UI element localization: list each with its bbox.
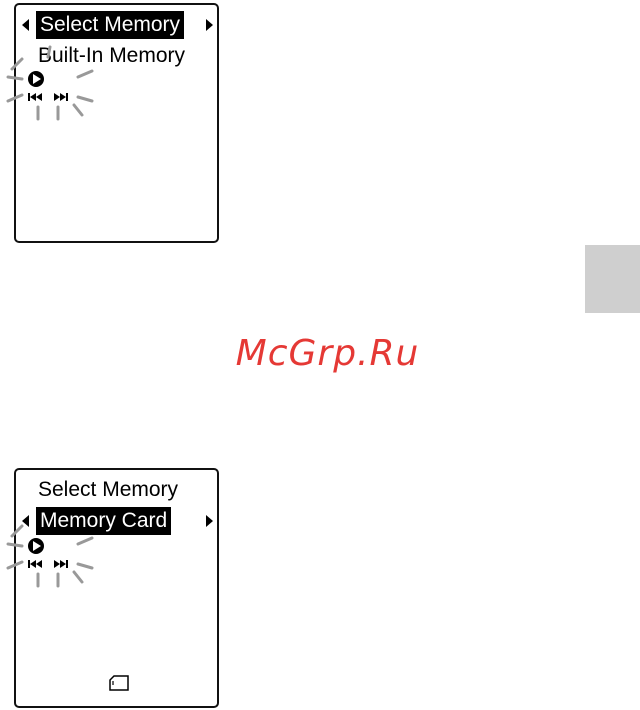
menu-title-select-memory: Select Memory (36, 11, 184, 39)
control-button-group (2, 49, 112, 119)
play-icon (28, 71, 44, 87)
next-track-icon (54, 93, 68, 101)
previous-track-icon (28, 560, 42, 568)
display-screen-memory-card: Select Memory Memory Card (14, 468, 219, 708)
flash-rays-icon (8, 526, 92, 586)
right-arrow-icon (206, 19, 213, 31)
memory-card-icon (109, 675, 129, 691)
section-side-tab (585, 245, 640, 313)
flash-rays-icon (8, 47, 92, 119)
watermark-text: McGrp.Ru (0, 333, 640, 374)
left-arrow-icon (22, 19, 29, 31)
control-button-group (2, 516, 112, 586)
play-icon (28, 538, 44, 554)
menu-title-select-memory: Select Memory (38, 476, 178, 504)
next-track-icon (54, 560, 68, 568)
previous-track-icon (28, 93, 42, 101)
menu-title-row: Select Memory (16, 476, 217, 504)
right-arrow-icon (206, 515, 213, 527)
menu-title-row: Select Memory (16, 11, 217, 39)
display-screen-built-in: Select Memory Built-In Memory (14, 3, 219, 243)
